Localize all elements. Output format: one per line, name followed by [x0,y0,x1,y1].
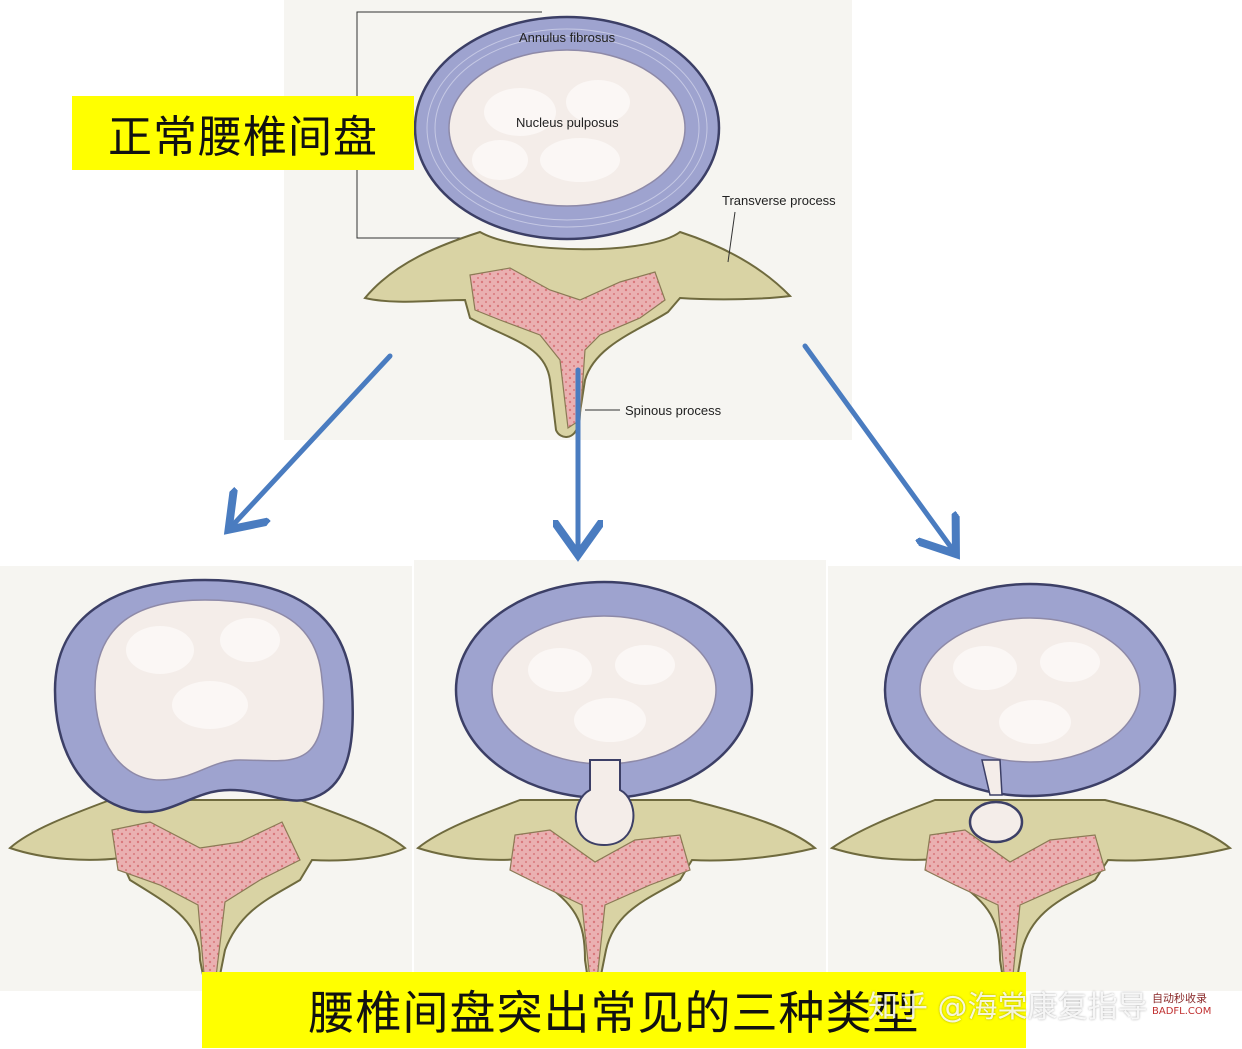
normal-disc-title: 正常腰椎间盘 [72,96,414,170]
bulging-disc-vertebra [8,578,407,986]
extrusion-disc-vertebra [829,582,1233,986]
site-url-text: BADFL.COM [1152,1006,1212,1017]
marrow-top [469,267,666,430]
arrow-right [802,343,953,550]
site-badge-watermark: 自动秒收录 BADFL.COM [1152,992,1211,1018]
label-spinous-process: Spinous process [625,403,722,418]
nucleus-pulposus-middle [491,615,717,765]
label-transverse-process: Transverse process [722,193,836,208]
label-annulus-fibrosus: Annulus fibrosus [519,30,616,45]
sequestered-fragment [968,800,1024,844]
herniation-middle [574,759,635,847]
normal-vertebra [356,11,793,438]
label-nucleus-pulposus: Nucleus pulposus [516,115,619,130]
protrusion-disc-vertebra [415,580,818,981]
zhihu-watermark: 知乎 @海棠康复指导 [868,990,1148,1025]
site-badge-text: 自动秒收录 [1152,992,1207,1005]
arrows [232,343,953,550]
arrow-left [232,353,393,526]
herniation-types-title: 腰椎间盘突出常见的三种类型 [202,972,1026,1048]
